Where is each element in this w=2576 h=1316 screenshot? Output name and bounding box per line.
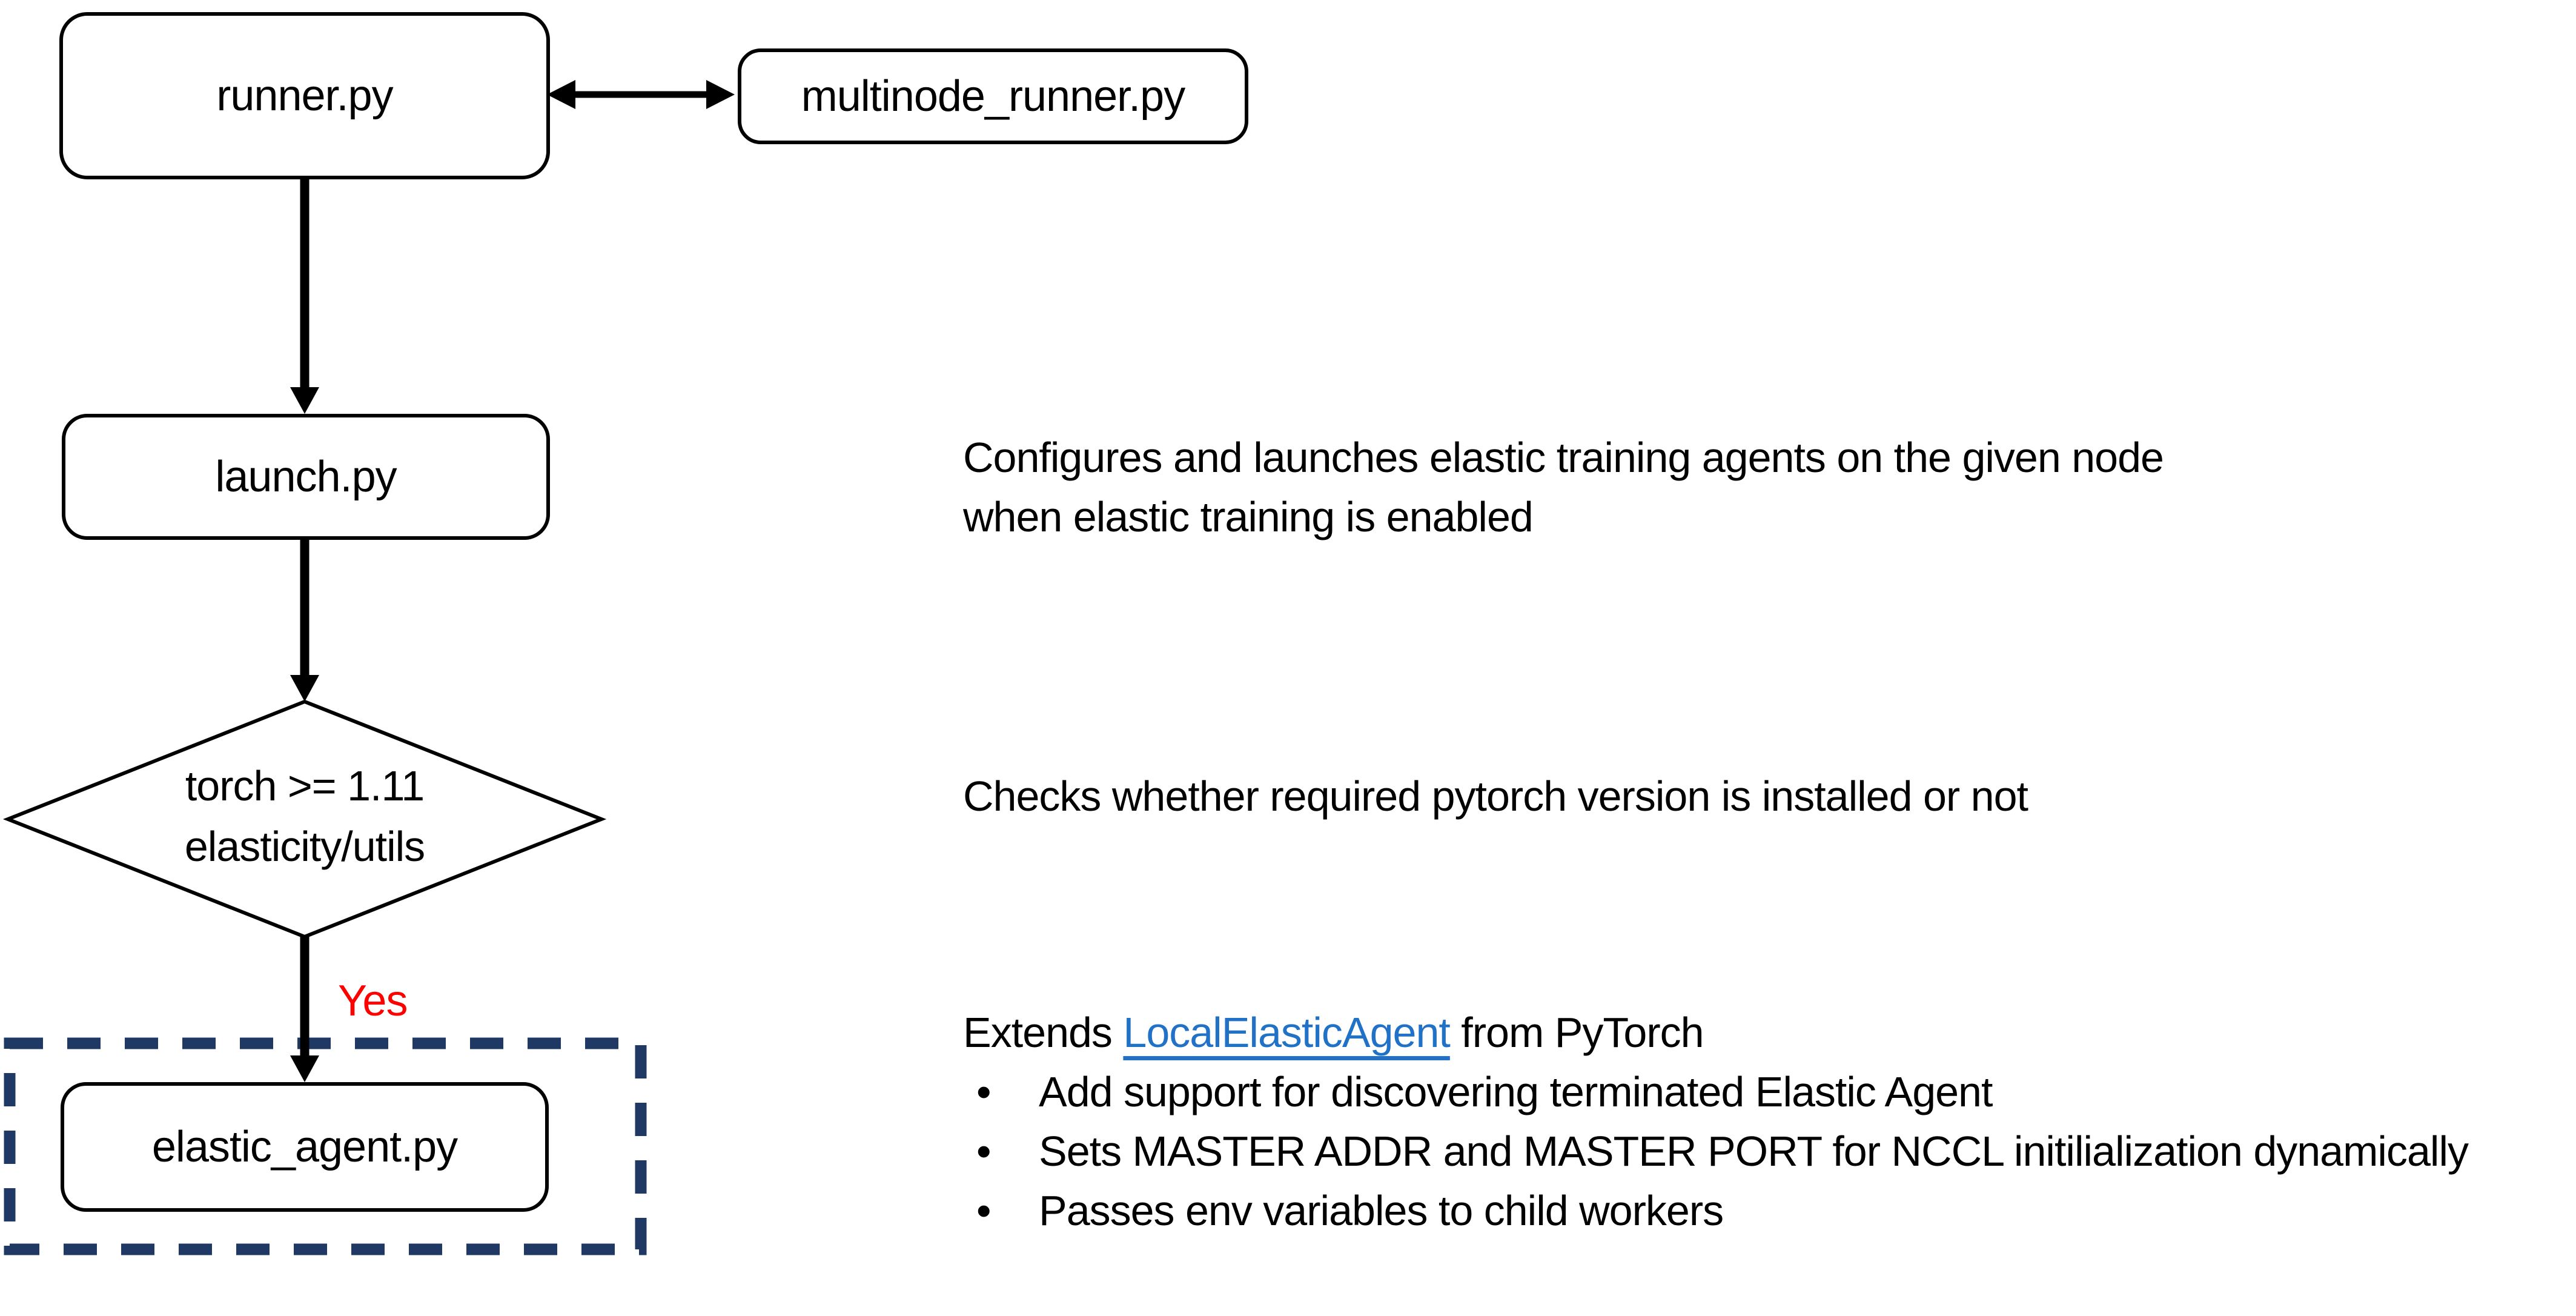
launch-py-annotation: Configures and launches elastic training…	[963, 428, 2164, 547]
node-launch-py-label: launch.py	[215, 453, 397, 501]
node-elastic-agent-py: elastic_agent.py	[61, 1082, 549, 1212]
elastic-annotation-intro: Extends LocalElasticAgent from PyTorch	[963, 1003, 2468, 1062]
bullet-icon: •	[976, 1128, 992, 1175]
bullet-icon: •	[976, 1068, 992, 1115]
node-multinode-runner-py: multinode_runner.py	[738, 48, 1248, 144]
node-multinode-runner-py-label: multinode_runner.py	[801, 72, 1185, 121]
arrow-runner-launch	[290, 179, 319, 414]
elastic-annotation-bullet-1-text: Add support for discovering terminated E…	[1039, 1068, 1993, 1115]
elastic-annotation-bullet-2-text: Sets MASTER ADDR and MASTER PORT for NCC…	[1039, 1128, 2469, 1175]
elastic-annotation-bullet-3-text: Passes env variables to child workers	[1039, 1187, 1724, 1234]
node-launch-py: launch.py	[62, 414, 550, 540]
decision-annotation: Checks whether required pytorch version …	[963, 766, 2028, 826]
decision-label-line2: elasticity/utils	[184, 823, 425, 870]
node-runner-py-label: runner.py	[216, 71, 393, 120]
elastic-annotation-intro-suffix: from PyTorch	[1449, 1009, 1704, 1056]
node-elastic-agent-py-label: elastic_agent.py	[151, 1123, 458, 1171]
elastic-agent-highlight-dashed-box	[4, 1037, 647, 1255]
yes-branch-label: Yes	[338, 977, 408, 1025]
elastic-annotation-bullet-2: • Sets MASTER ADDR and MASTER PORT for N…	[963, 1122, 2469, 1181]
elastic-agent-annotation: Extends LocalElasticAgent from PyTorch •…	[963, 1003, 2469, 1240]
launch-annotation-line2: when elastic training is enabled	[963, 493, 1534, 540]
elastic-annotation-bullet-1: • Add support for discovering terminated…	[963, 1062, 2468, 1122]
elastic-annotation-bullet-3: • Passes env variables to child workers	[963, 1181, 2468, 1240]
local-elastic-agent-link[interactable]: LocalElasticAgent	[1123, 1009, 1450, 1056]
elastic-annotation-intro-prefix: Extends	[963, 1009, 1124, 1056]
arrow-runner-multinode	[547, 80, 735, 109]
decision-label-line1: torch >= 1.11	[185, 762, 425, 809]
bullet-icon: •	[976, 1187, 992, 1234]
decision-annotation-text: Checks whether required pytorch version …	[963, 773, 2028, 820]
node-runner-py: runner.py	[59, 12, 550, 179]
arrow-decision-elastic	[290, 937, 319, 1082]
arrow-launch-decision	[290, 540, 319, 702]
launch-annotation-line1: Configures and launches elastic training…	[963, 434, 2164, 481]
decision-diamond-label: torch >= 1.11 elasticity/utils	[62, 756, 547, 877]
